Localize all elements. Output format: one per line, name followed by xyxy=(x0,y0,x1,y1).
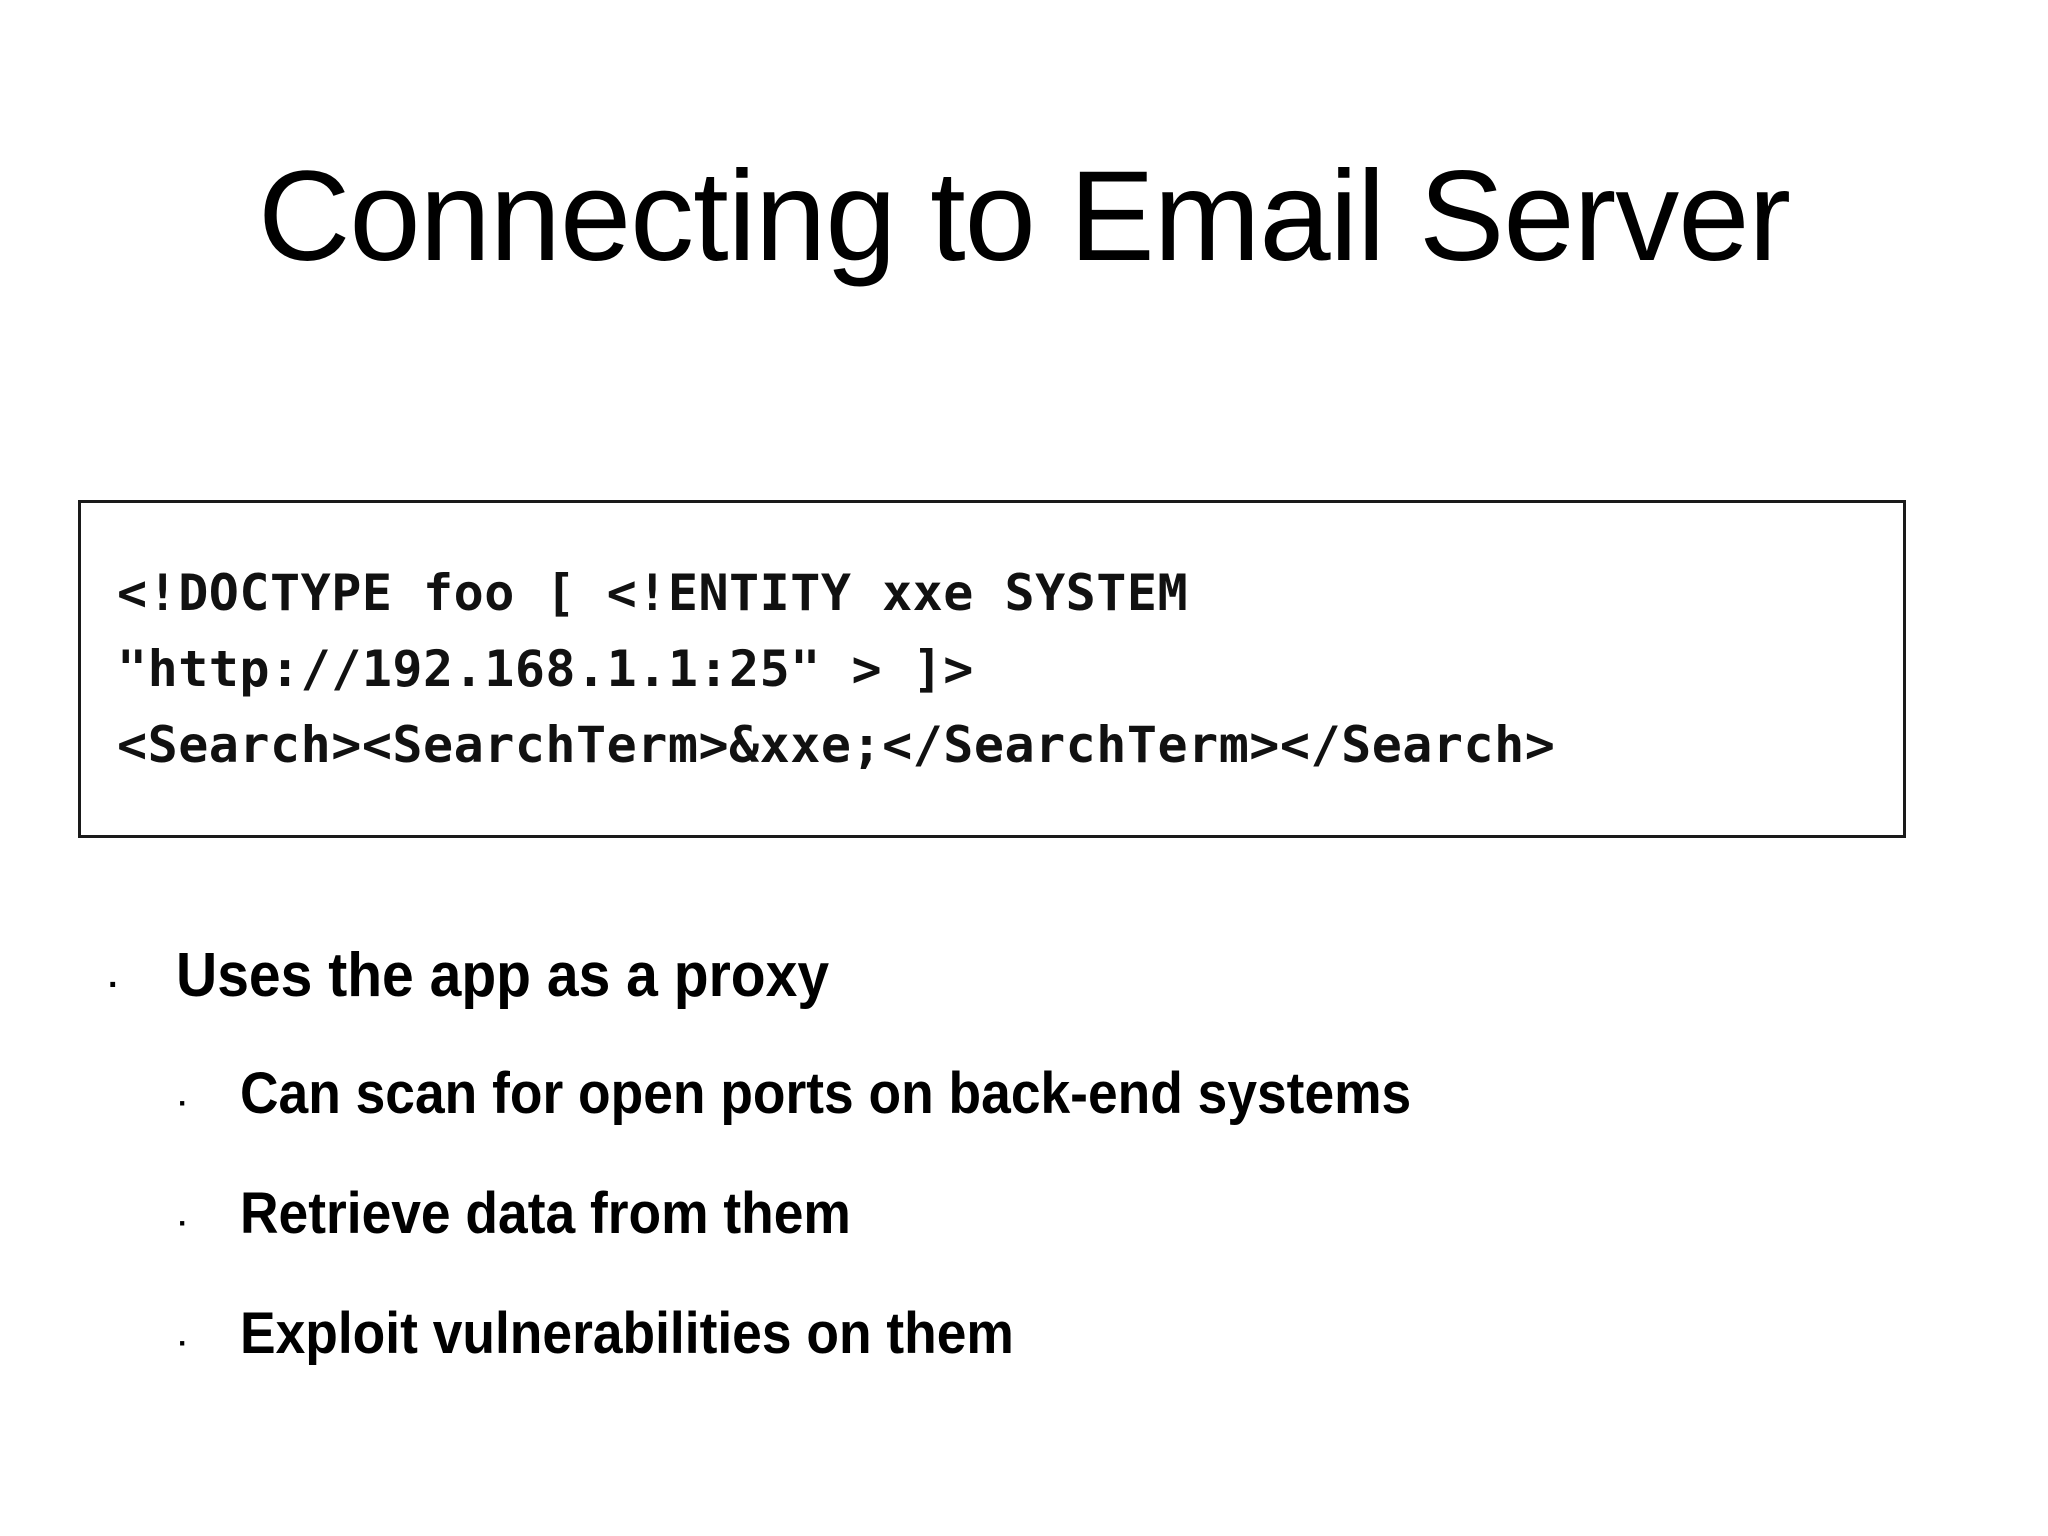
code-line-3: <Search><SearchTerm>&xxe;</SearchTerm></… xyxy=(117,716,1556,774)
code-snippet-box: <!DOCTYPE foo [ <!ENTITY xxe SYSTEM "htt… xyxy=(78,500,1906,838)
list-item: · Uses the app as a proxy xyxy=(0,940,2048,1012)
list-item: · Retrieve data from them xyxy=(0,1180,2048,1248)
code-snippet-lines: <!DOCTYPE foo [ <!ENTITY xxe SYSTEM "htt… xyxy=(117,555,1893,783)
bullet-dot-icon: · xyxy=(178,1207,188,1240)
bullet-list: · Uses the app as a proxy · Can scan for… xyxy=(0,940,2048,1420)
code-line-1: <!DOCTYPE foo [ <!ENTITY xxe SYSTEM xyxy=(117,564,1189,622)
list-item-label: Can scan for open ports on back-end syst… xyxy=(240,1061,1412,1126)
page-title: Connecting to Email Server xyxy=(257,145,1791,288)
list-item-label: Uses the app as a proxy xyxy=(176,941,830,1010)
list-item: · Exploit vulnerabilities on them xyxy=(0,1300,2048,1368)
code-line-2: "http://192.168.1.1:25" > ]> xyxy=(117,640,974,698)
list-item: · Can scan for open ports on back-end sy… xyxy=(0,1060,2048,1128)
bullet-dot-icon: · xyxy=(108,966,120,1004)
bullet-dot-icon: · xyxy=(178,1087,188,1120)
bullet-dot-icon: · xyxy=(178,1327,188,1360)
list-item-label: Exploit vulnerabilities on them xyxy=(240,1301,1014,1366)
list-item-label: Retrieve data from them xyxy=(240,1181,851,1246)
